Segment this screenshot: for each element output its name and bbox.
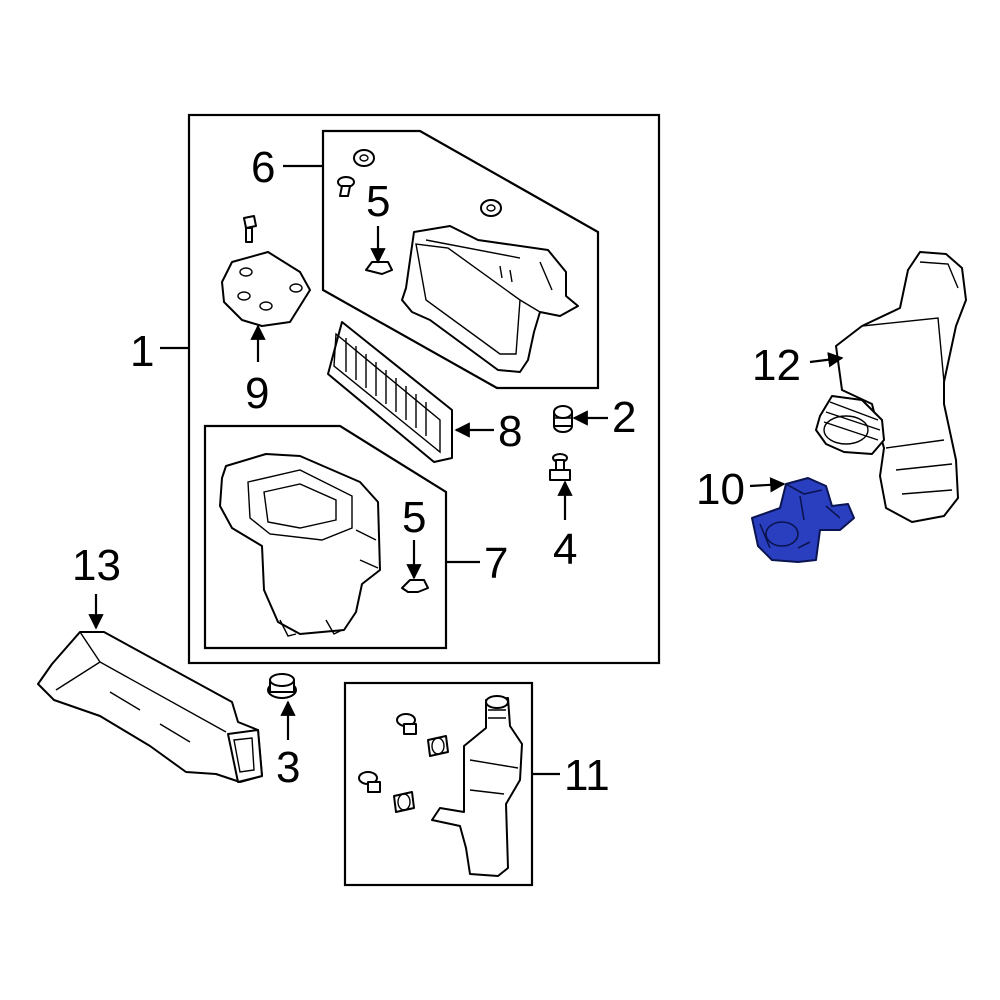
- callout-1[interactable]: 1: [130, 327, 154, 376]
- group-frame-6: [321, 129, 600, 390]
- group-frame-11: [343, 681, 534, 887]
- grommet-part[interactable]: [393, 791, 415, 813]
- callout-12[interactable]: 12: [752, 341, 801, 390]
- intake-duct-part[interactable]: [37, 631, 263, 783]
- resonator-part[interactable]: [431, 695, 523, 877]
- callout-10[interactable]: 10: [696, 465, 745, 514]
- upper-cover-part[interactable]: [401, 225, 579, 373]
- arrow-12: [809, 352, 844, 368]
- arrow-10: [749, 477, 786, 493]
- callout-3[interactable]: 3: [276, 743, 300, 792]
- callout-5-upper[interactable]: 5: [366, 177, 390, 226]
- callout-9[interactable]: 9: [245, 369, 269, 418]
- bracket-part[interactable]: [221, 251, 311, 327]
- grommet-part[interactable]: [427, 735, 449, 757]
- grommet-part-2[interactable]: [553, 405, 573, 433]
- grommet-part[interactable]: [480, 199, 502, 217]
- callout-7[interactable]: 7: [484, 539, 508, 588]
- bolt-part[interactable]: [358, 771, 381, 793]
- clip-part[interactable]: [365, 261, 393, 275]
- callout-5-lower[interactable]: 5: [402, 493, 426, 542]
- lower-housing-part[interactable]: [219, 453, 381, 637]
- highlighted-part-10[interactable]: [751, 477, 855, 563]
- grommet-part[interactable]: [353, 149, 375, 167]
- screw-part[interactable]: [337, 176, 355, 197]
- callout-8[interactable]: 8: [498, 407, 522, 456]
- callout-6[interactable]: 6: [251, 143, 275, 192]
- assembly-frame-1: [187, 113, 661, 665]
- clip-part[interactable]: [401, 579, 429, 593]
- bolt-part[interactable]: [243, 215, 257, 243]
- bolt-part-4[interactable]: [549, 453, 571, 481]
- callout-13[interactable]: 13: [72, 541, 121, 590]
- nut-part-3[interactable]: [267, 673, 297, 699]
- callout-2[interactable]: 2: [612, 393, 636, 442]
- bolt-part[interactable]: [396, 713, 417, 735]
- group-frame-7: [203, 424, 448, 650]
- air-filter-part[interactable]: [327, 321, 453, 463]
- callout-4[interactable]: 4: [553, 525, 577, 574]
- intake-tube-part[interactable]: [815, 251, 967, 523]
- callout-11[interactable]: 11: [564, 751, 610, 800]
